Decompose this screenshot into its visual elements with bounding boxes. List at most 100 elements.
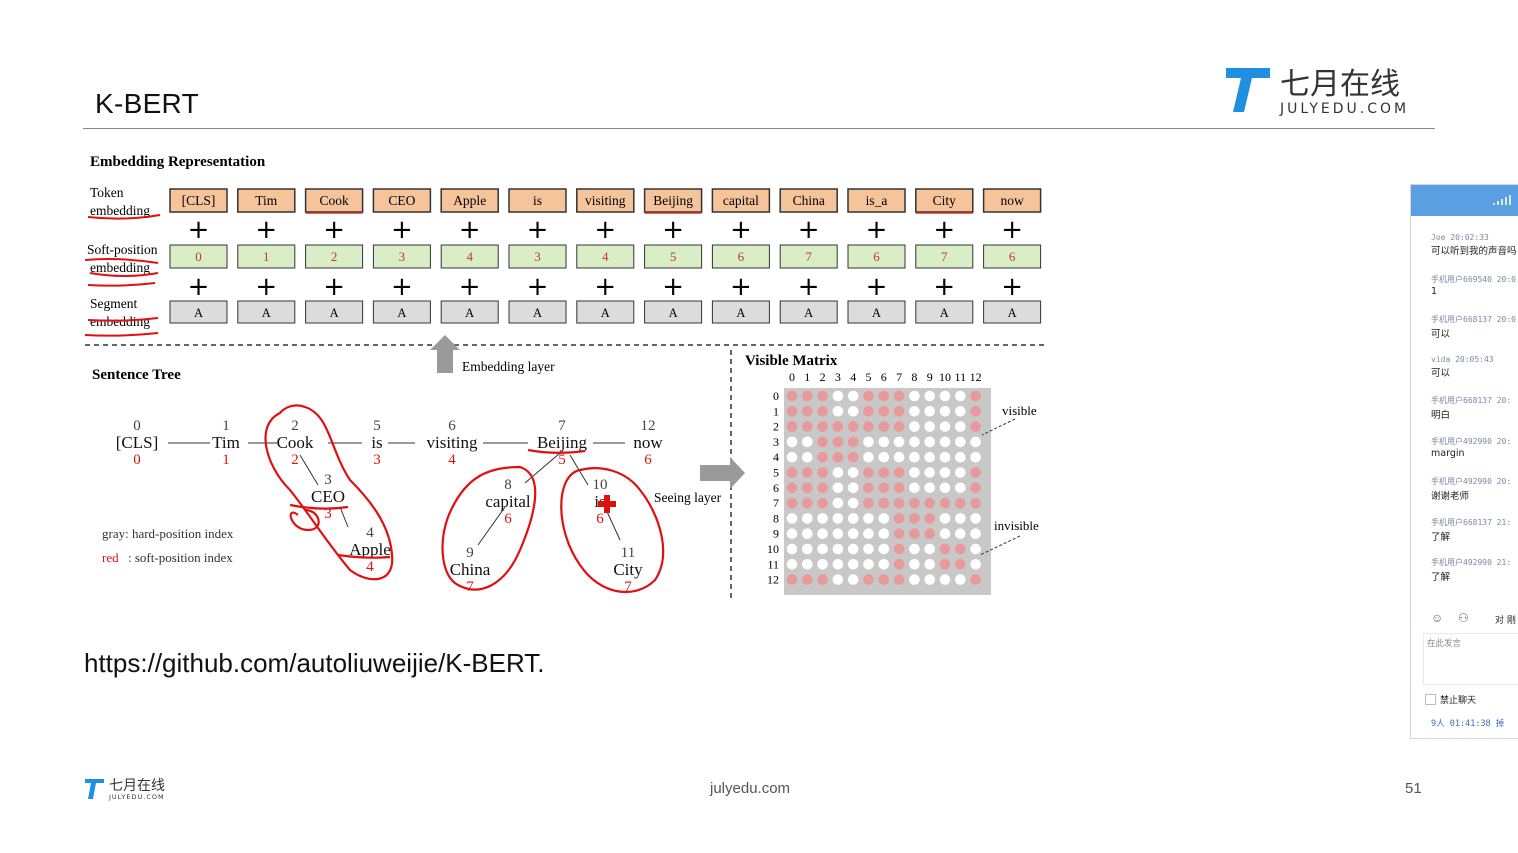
plus-sign: + xyxy=(866,272,888,302)
chat-message: 手机用户668137 20:明白 xyxy=(1431,395,1518,421)
segment-text: A xyxy=(804,306,813,320)
tree-soft-index: 7 xyxy=(466,579,474,595)
matrix-cell xyxy=(939,451,951,463)
matrix-cell xyxy=(955,543,966,555)
chat-message-meta: 手机用户492990 21: xyxy=(1431,558,1512,567)
soft-text: 0 xyxy=(195,249,202,264)
segment-text: A xyxy=(262,306,271,320)
matrix-cell xyxy=(878,482,890,494)
mute-checkbox[interactable] xyxy=(1425,694,1436,705)
matrix-cell xyxy=(909,543,920,555)
mute-row[interactable]: 禁止聊天 xyxy=(1423,691,1518,707)
matrix-row-label: 5 xyxy=(773,466,779,480)
matrix-cell xyxy=(939,436,951,448)
matrix-cell xyxy=(970,436,981,448)
legend-red-text: : soft-position index xyxy=(128,550,233,565)
segment-box xyxy=(644,300,703,324)
footer-logo-en: JULYEDU.COM xyxy=(108,793,165,801)
matrix-cell xyxy=(909,451,920,463)
chat-message: 手机用户492990 20:margin xyxy=(1431,436,1518,459)
plus-sign: + xyxy=(662,272,684,302)
matrix-cell xyxy=(863,482,874,494)
matrix-cell xyxy=(939,574,951,585)
segment-box xyxy=(169,300,228,324)
matrix-cell xyxy=(893,451,905,463)
soft-text: 4 xyxy=(466,249,473,264)
user-icon[interactable]: ⚇ xyxy=(1458,611,1469,625)
matrix-cell xyxy=(786,497,798,509)
token-box xyxy=(847,188,906,213)
matrix-cell xyxy=(832,390,844,402)
matrix-cell xyxy=(939,559,951,570)
matrix-cell xyxy=(939,497,951,509)
soft-text: 7 xyxy=(805,249,812,264)
embedding-layer-label: Embedding layer xyxy=(462,359,555,374)
plus-sign: + xyxy=(459,272,481,302)
tree-word: China xyxy=(450,560,491,579)
footer-logo-cn: 七月在线 xyxy=(109,778,165,794)
segment-label-1: Segment xyxy=(90,296,137,311)
matrix-col-label: 9 xyxy=(927,370,933,384)
matrix-row-label: 1 xyxy=(773,404,779,418)
plus-sign: + xyxy=(391,215,413,245)
chat-message-text: 了解 xyxy=(1431,531,1451,543)
matrix-cell xyxy=(909,513,920,524)
segment-box xyxy=(508,300,567,324)
matrix-cell xyxy=(863,528,874,539)
matrix-col-label: 2 xyxy=(820,370,826,384)
matrix-cell xyxy=(878,390,890,402)
embedding-title: Embedding Representation xyxy=(90,154,266,170)
chat-input[interactable]: 在此发言 xyxy=(1423,633,1518,685)
token-text: [CLS] xyxy=(182,193,216,208)
matrix-cell xyxy=(893,482,905,494)
soft-label-1: Soft-position xyxy=(87,242,158,257)
plus-sign: + xyxy=(323,272,345,302)
token-box xyxy=(237,188,296,213)
token-label-1: Token xyxy=(90,185,124,200)
matrix-cell xyxy=(832,528,844,539)
matrix-cell xyxy=(955,390,966,402)
plus-sign: + xyxy=(255,215,277,245)
matrix-cell xyxy=(924,528,935,539)
plus-sign: + xyxy=(188,272,210,302)
token-box xyxy=(779,188,838,213)
matrix-cell xyxy=(786,421,798,432)
soft-text: 5 xyxy=(670,249,677,264)
soft-box xyxy=(915,244,974,269)
chat-message-text: 可以 xyxy=(1431,367,1451,379)
matrix-cell xyxy=(847,543,859,555)
token-box xyxy=(643,188,703,213)
matrix-cell xyxy=(832,451,844,463)
matrix-cell xyxy=(970,559,981,570)
matrix-cell xyxy=(802,436,813,448)
matrix-cell xyxy=(847,513,859,524)
tree-soft-index: 1 xyxy=(222,452,230,468)
chat-message-text: 可以 xyxy=(1431,329,1451,340)
legend-red-key: red xyxy=(102,550,119,565)
github-url-link[interactable]: https://github.com/autoliuweijie/K-BERT. xyxy=(84,648,545,678)
matrix-cell xyxy=(786,543,798,555)
matrix-cell xyxy=(924,574,935,585)
matrix-cell xyxy=(955,559,966,570)
soft-box xyxy=(779,244,838,269)
token-text: CEO xyxy=(388,193,415,208)
token-text: Apple xyxy=(453,193,486,208)
segment-text: A xyxy=(330,306,339,320)
matrix-cell xyxy=(955,513,966,524)
segment-box xyxy=(305,300,364,324)
matrix-cell xyxy=(878,513,890,524)
matrix-cell xyxy=(847,390,859,402)
tree-word: Tim xyxy=(212,433,240,452)
chat-toolbar-text[interactable]: 对 刚 xyxy=(1495,616,1516,626)
chat-message-meta: 手机用户492990 20: xyxy=(1431,436,1512,446)
logo-cn-text: 七月在线 xyxy=(1280,67,1400,102)
plus-sign: + xyxy=(255,272,277,302)
chat-message-text: 谢谢老师 xyxy=(1431,491,1470,502)
matrix-cell xyxy=(817,406,828,417)
segment-text: A xyxy=(736,306,745,320)
emoji-icon[interactable]: ☺ xyxy=(1431,611,1444,625)
soft-box xyxy=(983,244,1042,269)
matrix-cell xyxy=(832,467,844,478)
matrix-cell xyxy=(817,467,828,478)
